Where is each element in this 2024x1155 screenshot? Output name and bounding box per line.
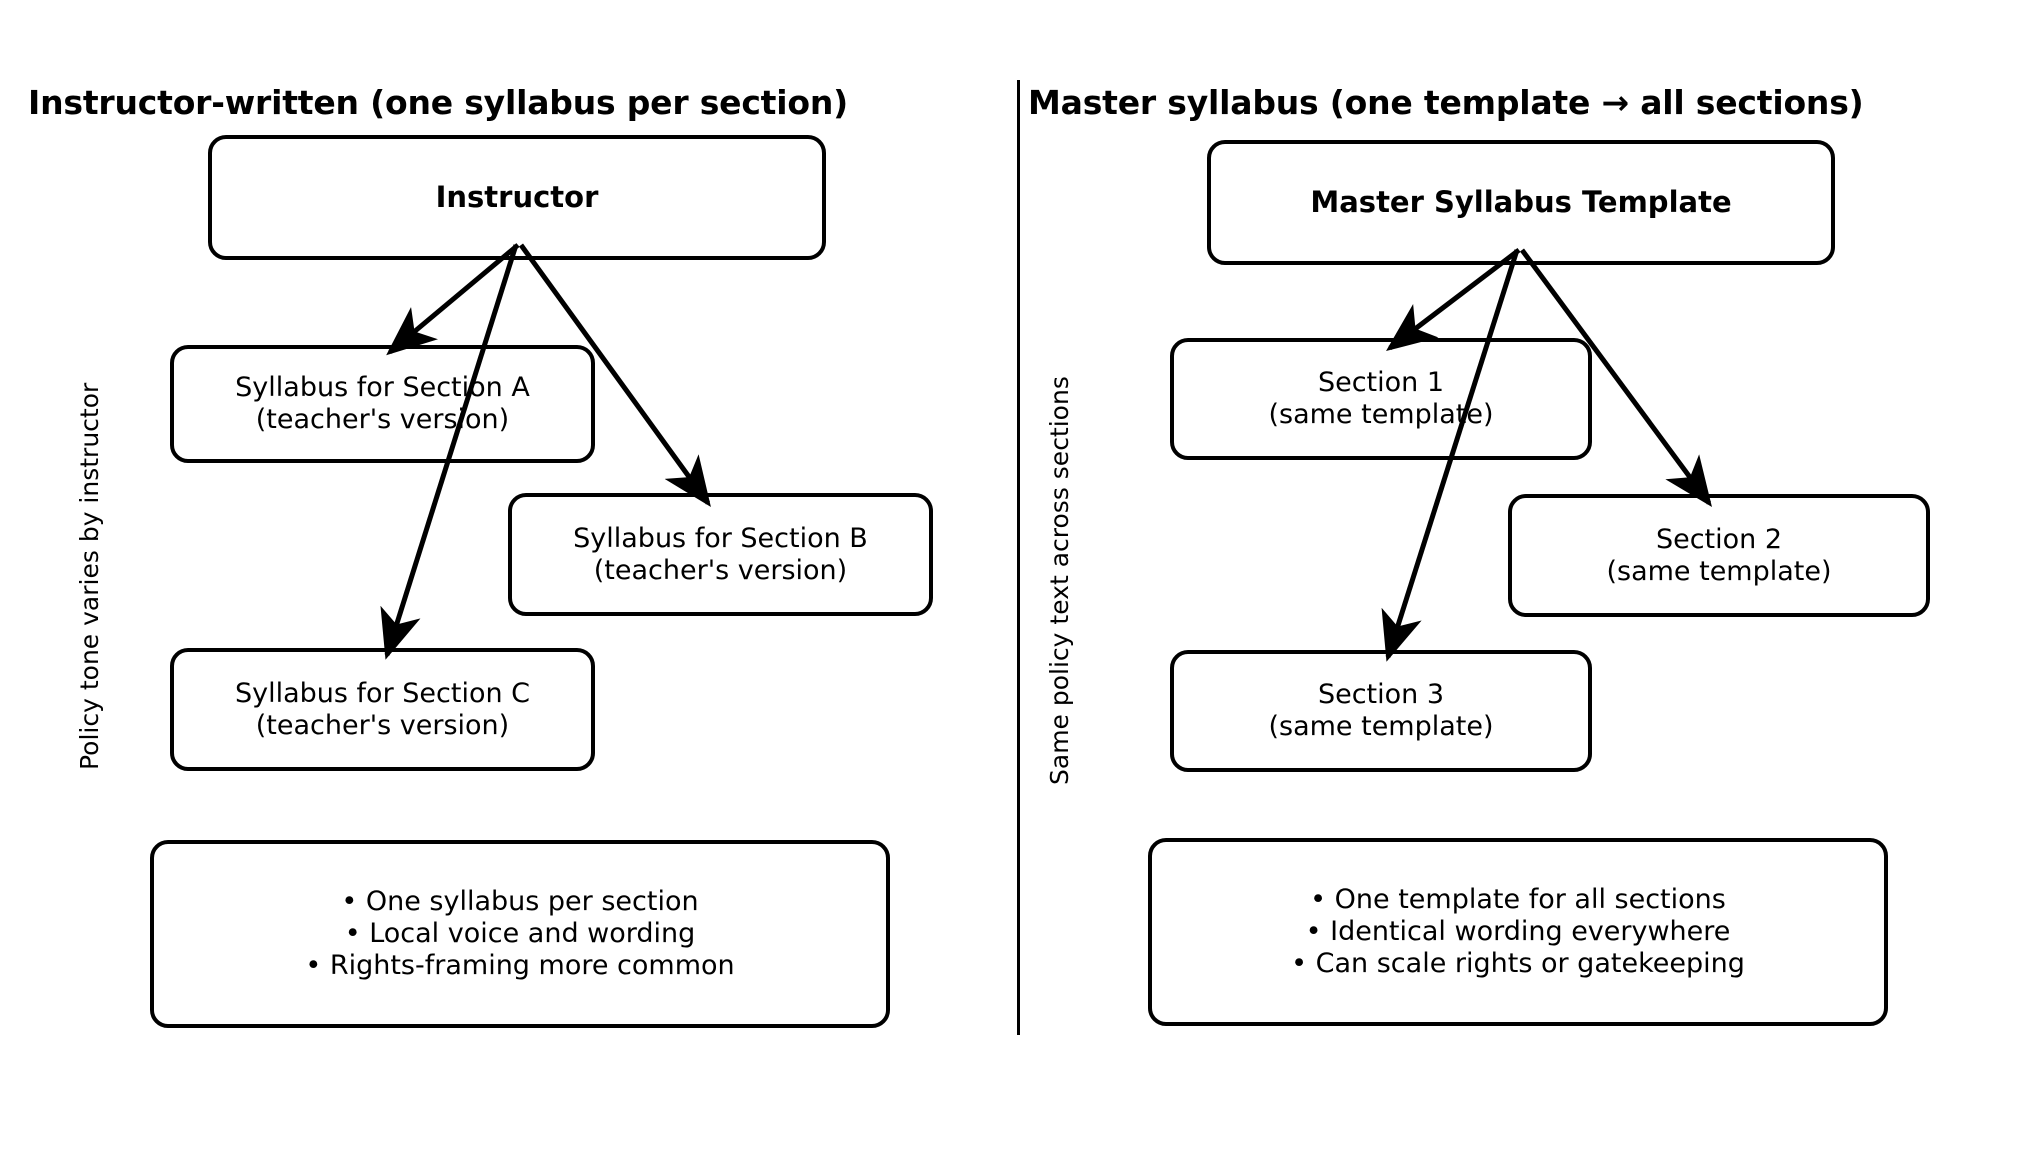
left-column-title: Instructor-written (one syllabus per sec… [28, 83, 849, 122]
node-syllabus-section-b-label: Syllabus for Section B (teacher's versio… [573, 522, 868, 586]
node-syllabus-section-b[interactable]: Syllabus for Section B (teacher's versio… [508, 493, 933, 616]
right-column-title: Master syllabus (one template → all sect… [1028, 83, 1864, 122]
panel-divider [1017, 80, 1020, 1035]
left-notes-text: • One syllabus per section • Local voice… [305, 886, 735, 981]
node-section-1[interactable]: Section 1 (same template) [1170, 338, 1592, 460]
node-section-1-label: Section 1 (same template) [1268, 367, 1494, 430]
node-section-2-label: Section 2 (same template) [1606, 523, 1832, 587]
node-section-2[interactable]: Section 2 (same template) [1508, 494, 1930, 617]
node-syllabus-section-c[interactable]: Syllabus for Section C (teacher's versio… [170, 648, 595, 771]
edge-instructor-to-section-a [386, 243, 520, 356]
right-notes-box[interactable]: • One template for all sections • Identi… [1148, 838, 1888, 1026]
node-syllabus-section-a-label: Syllabus for Section A (teacher's versio… [235, 372, 530, 435]
right-notes-text: • One template for all sections • Identi… [1291, 884, 1745, 979]
divider-axis-label: Same policy text across sections [1045, 376, 1074, 785]
node-section-3-label: Section 3 (same template) [1268, 679, 1494, 742]
node-instructor[interactable]: Instructor [208, 135, 826, 260]
left-notes-box[interactable]: • One syllabus per section • Local voice… [150, 840, 890, 1028]
node-master-syllabus-template[interactable]: Master Syllabus Template [1207, 140, 1835, 265]
node-section-3[interactable]: Section 3 (same template) [1170, 650, 1592, 772]
node-master-syllabus-template-label: Master Syllabus Template [1310, 185, 1732, 220]
node-syllabus-section-a[interactable]: Syllabus for Section A (teacher's versio… [170, 345, 595, 463]
node-instructor-label: Instructor [435, 180, 599, 215]
node-syllabus-section-c-label: Syllabus for Section C (teacher's versio… [234, 677, 531, 741]
left-axis-label: Policy tone varies by instructor [75, 382, 104, 770]
